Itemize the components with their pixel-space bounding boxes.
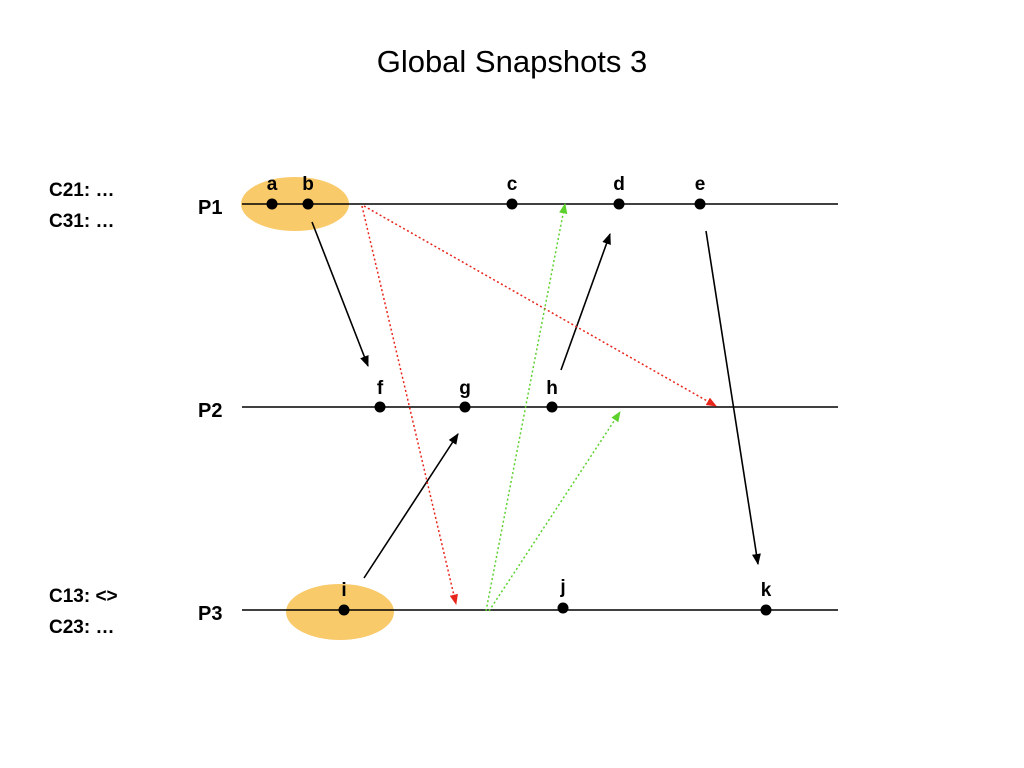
event-i-dot	[338, 604, 350, 616]
event-e-dot	[694, 198, 706, 210]
marker-p1-to-p3	[361, 205, 458, 606]
message-e-to-k	[705, 230, 761, 566]
process-label-p1: P1	[198, 197, 222, 219]
event-g-dot	[459, 401, 471, 413]
event-g-label: g	[459, 378, 471, 399]
message-h-to-d	[560, 232, 611, 371]
event-f-dot	[374, 401, 386, 413]
process-label-p2: P2	[198, 400, 222, 422]
event-c-dot	[506, 198, 518, 210]
channel-state-c23: C23: …	[49, 617, 115, 638]
event-k-dot	[760, 604, 772, 616]
event-c-label: c	[507, 174, 518, 195]
event-h-label: h	[546, 378, 558, 399]
event-e-label: e	[695, 174, 706, 195]
event-b-dot	[302, 198, 314, 210]
event-b-label: b	[302, 174, 314, 195]
marker-p1-to-p2	[363, 205, 717, 407]
event-d-dot	[613, 198, 625, 210]
page-title: Global Snapshots 3	[376, 44, 648, 79]
event-d-label: d	[613, 174, 625, 195]
message-i-to-g	[363, 433, 459, 579]
marker-p3-to-p1	[485, 202, 568, 612]
event-j-label: j	[559, 577, 565, 598]
message-b-to-f	[311, 221, 369, 368]
process-label-p3: P3	[198, 603, 222, 625]
channel-state-c13: C13: <>	[49, 586, 118, 607]
event-k-label: k	[761, 580, 772, 601]
marker-p3-to-p2	[488, 411, 621, 612]
event-i-label: i	[341, 580, 346, 601]
event-f-label: f	[377, 378, 384, 399]
channel-state-c31: C31: …	[49, 211, 115, 232]
event-h-dot	[546, 401, 558, 413]
channel-state-c21: C21: …	[49, 180, 115, 201]
event-a-label: a	[267, 174, 278, 195]
event-j-dot	[557, 602, 569, 614]
event-a-dot	[266, 198, 278, 210]
